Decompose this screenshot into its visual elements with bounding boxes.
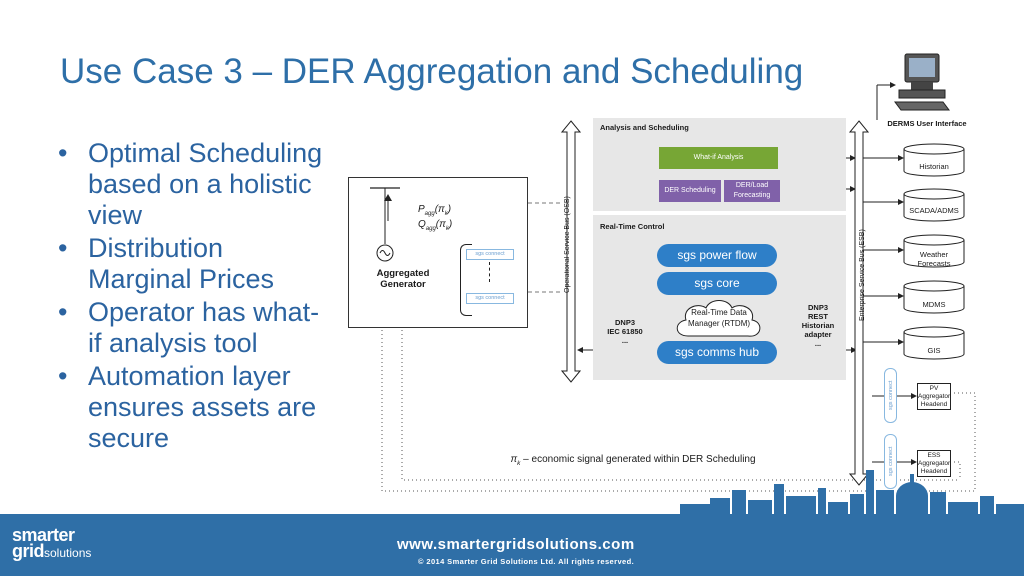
db-scada-label: SCADA/ADMS: [909, 206, 959, 215]
osb-label: Operational Service Bus (OSB): [564, 196, 571, 294]
sgs-connect-pv: sgs connect: [884, 368, 897, 423]
right-protocols-label: DNP3 REST Historian adapter ...: [801, 303, 835, 348]
bullet-item: Operator has what-if analysis tool: [58, 297, 328, 359]
city-skyline-graphic: [680, 470, 1024, 516]
left-protocols-label: DNP3 IEC 61850 ...: [607, 318, 643, 345]
footer-copyright: © 2014 Smarter Grid Solutions Ltd. All r…: [418, 557, 635, 566]
generator-group-bracket: [460, 244, 472, 316]
sgs-connect-generator-bottom: sgs connect: [466, 293, 514, 304]
pi-k-footnote: πk – economic signal generated within DE…: [510, 454, 756, 467]
analysis-header: Analysis and Scheduling: [600, 123, 689, 132]
bullet-item: Optimal Scheduling based on a holistic v…: [58, 138, 328, 231]
database-icon: [903, 280, 965, 314]
footer-bar: [0, 514, 1024, 576]
database-icon: [903, 234, 965, 268]
p-agg-label: Pagg(πk): [418, 204, 452, 217]
db-gis-label: GIS: [927, 346, 941, 355]
derms-ui-label: DERMS User Interface: [887, 119, 967, 128]
smarter-grid-solutions-logo: smarter gridsolutions: [12, 525, 92, 561]
sgs-power-flow-module: sgs power flow: [657, 244, 777, 267]
pv-aggregator-headend: PV Aggregator Headend: [917, 383, 951, 410]
generator-dashed-link: [489, 262, 490, 282]
sgs-core-module: sgs core: [657, 272, 777, 295]
ess-aggregator-headend: ESS Aggregator Headend: [917, 450, 951, 477]
slide-title: Use Case 3 – DER Aggregation and Schedul…: [60, 52, 804, 91]
database-cylinders: [903, 143, 965, 360]
aggregated-generator-label: Aggregated Generator: [376, 268, 430, 290]
footer-url-link[interactable]: www.smartergridsolutions.com: [397, 536, 635, 553]
esb-bus-arrow: [849, 120, 869, 486]
db-mdms-label: MDMS: [922, 300, 946, 309]
computer-terminal-icon: [894, 53, 950, 111]
bullet-item: Distribution Marginal Prices: [58, 233, 328, 295]
db-historian-label: Historian: [919, 162, 949, 171]
bullet-list: Optimal Scheduling based on a holistic v…: [58, 138, 328, 456]
bullet-item: Automation layer ensures assets are secu…: [58, 361, 328, 454]
database-icon: [903, 143, 965, 177]
what-if-analysis-module: What-if Analysis: [659, 147, 778, 169]
database-icon: [903, 188, 965, 222]
generator-symbol-icon: [370, 187, 400, 262]
q-agg-label: Qagg(πk): [418, 219, 453, 232]
realtime-header: Real-Time Control: [600, 222, 665, 231]
generator-up-arrow-icon: [384, 194, 392, 221]
rtdm-label: Real-Time Data Manager (RTDM): [687, 308, 751, 328]
esb-label: Enterprise Service Bus (ESB): [859, 229, 866, 321]
osb-bus-arrow: [561, 120, 581, 383]
der-load-forecasting-module: DER/Load Forecasting: [724, 180, 780, 202]
database-icon: [903, 326, 965, 360]
rtdm-cloud-icon: [676, 300, 761, 337]
der-scheduling-module: DER Scheduling: [659, 180, 721, 202]
sgs-connect-generator-top: sgs connect: [466, 249, 514, 260]
db-weather-label: Weather Forecasts: [917, 250, 951, 268]
sgs-comms-hub-module: sgs comms hub: [657, 341, 777, 364]
